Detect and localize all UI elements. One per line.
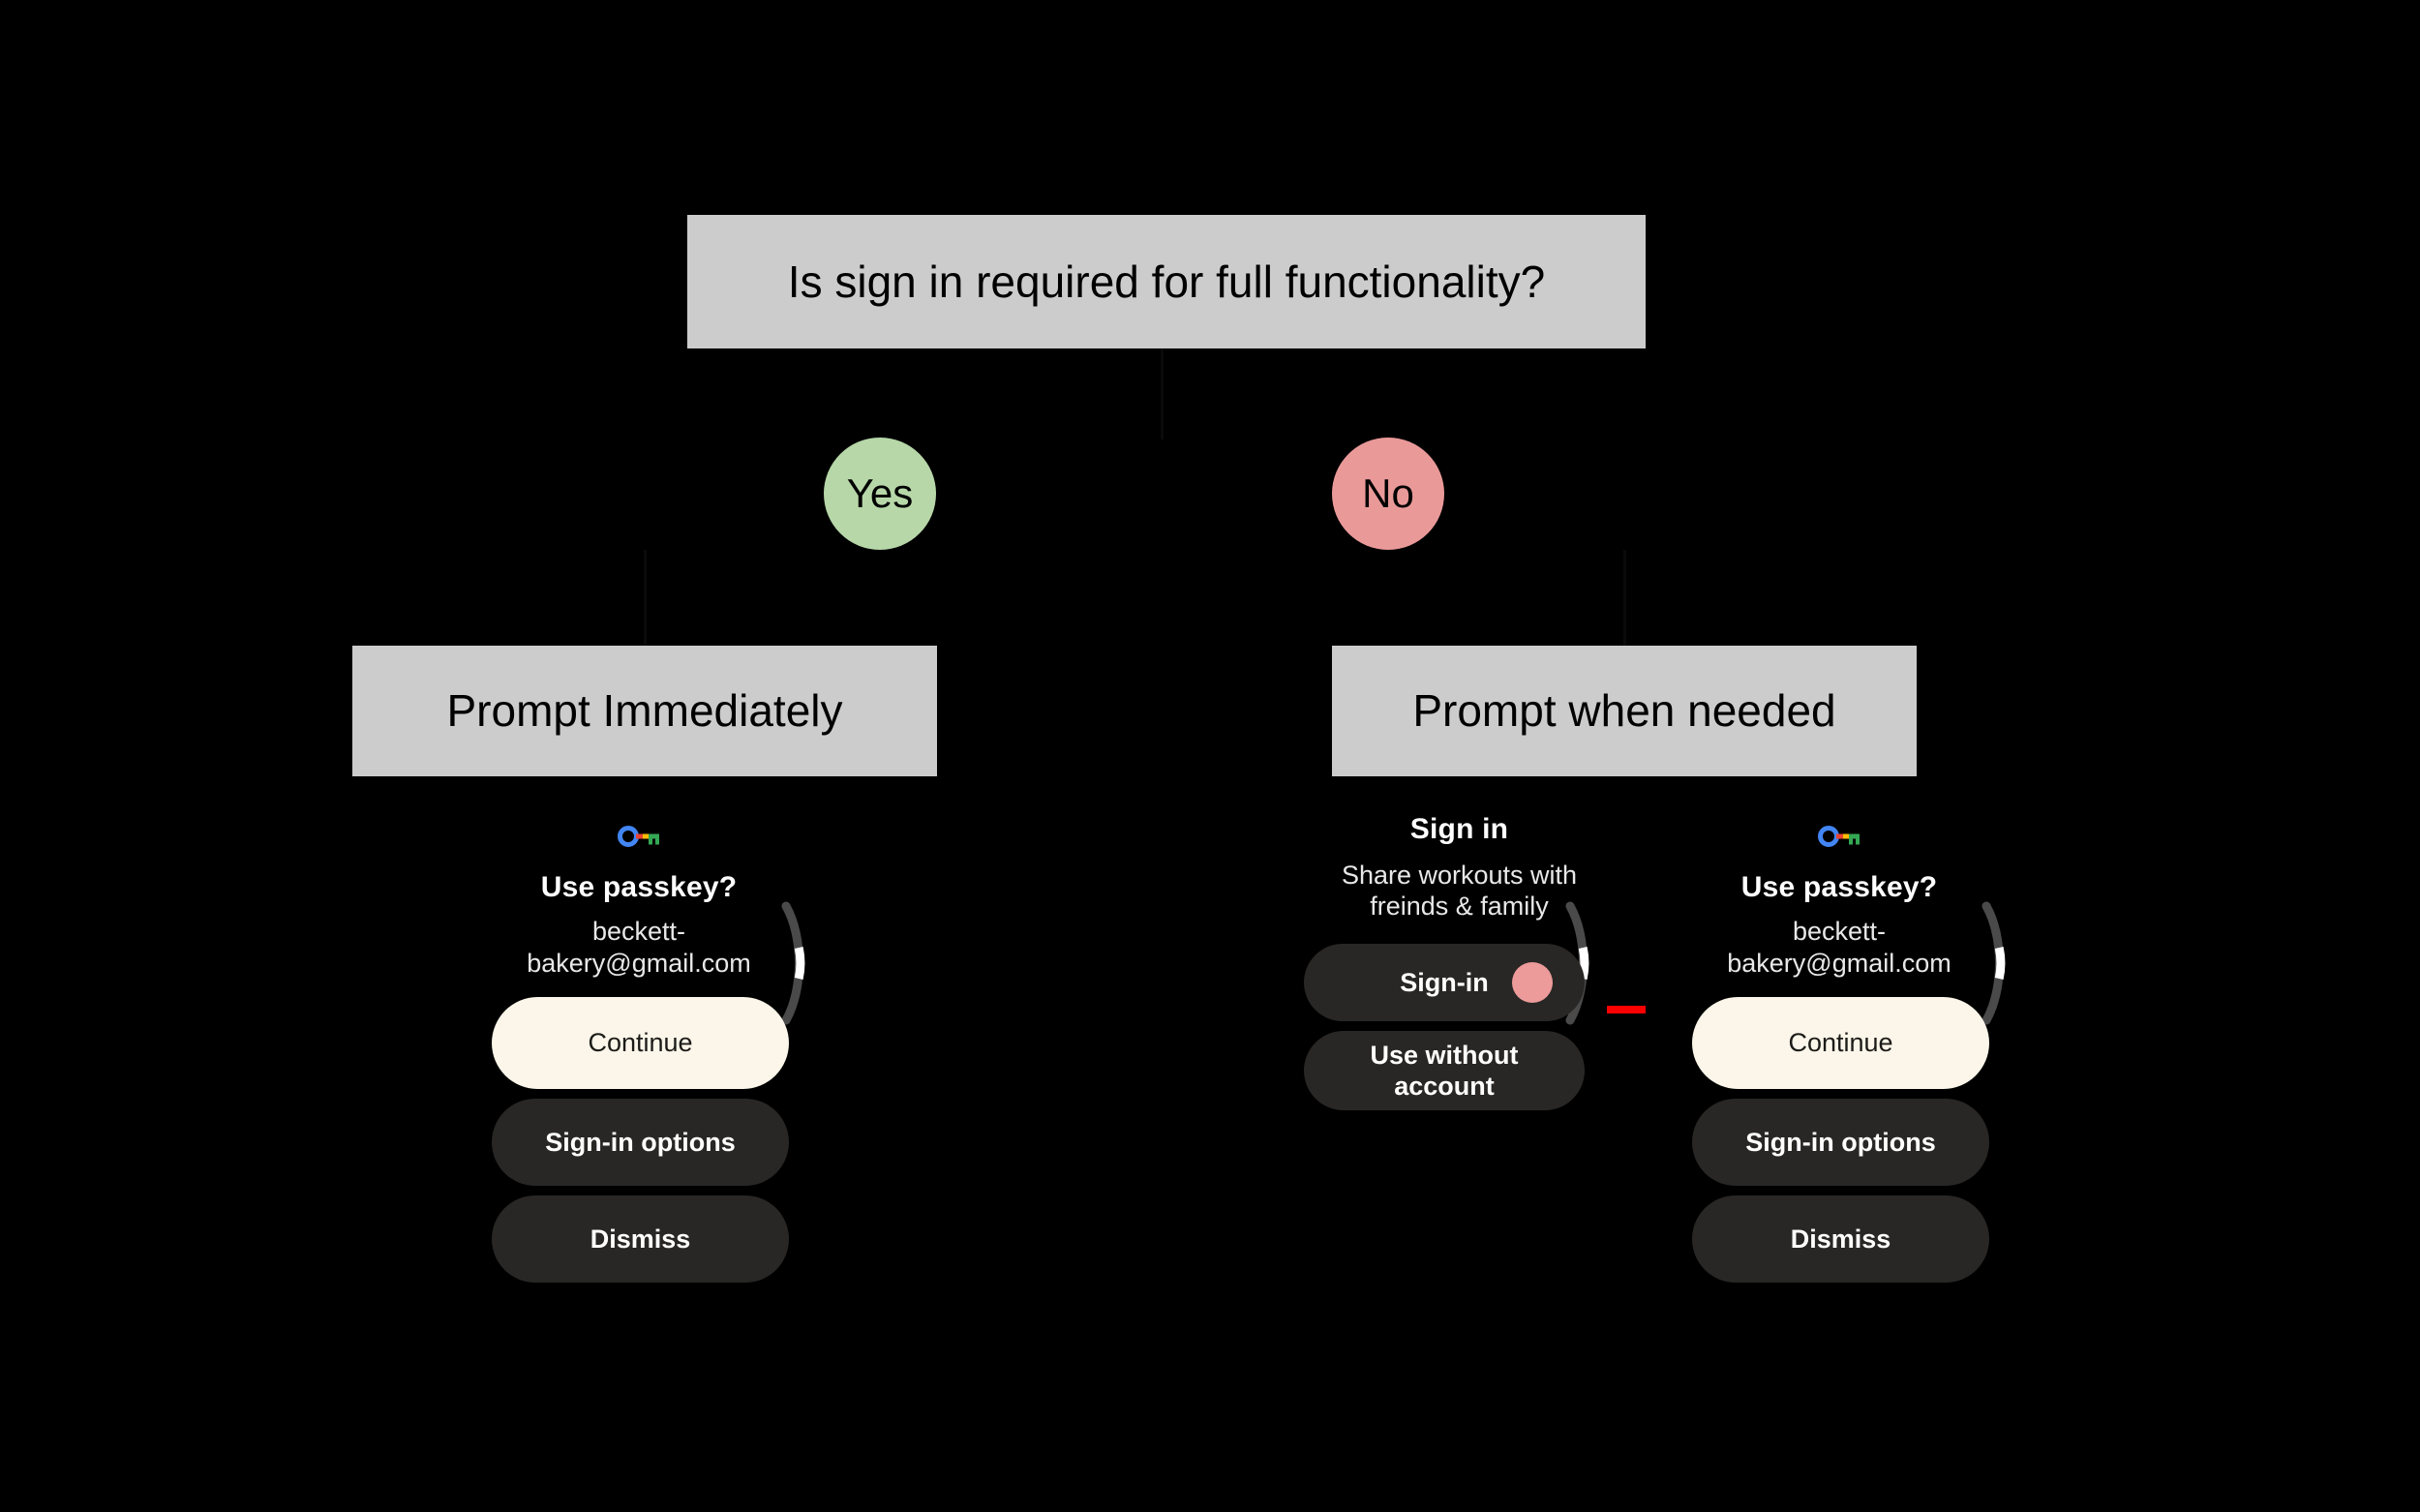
scroll-indicator-right[interactable]: [1975, 900, 2017, 1026]
panel-middle-subtitle-line2: freinds & family: [1370, 892, 1549, 921]
branch-no: No: [1332, 438, 1444, 550]
watch-panel-middle: Sign in Share workouts with freinds & fa…: [1302, 794, 1617, 1278]
cursor-dot: [1512, 962, 1553, 1003]
panel-right-button-dismiss[interactable]: Dismiss: [1692, 1195, 1989, 1283]
scroll-indicator-left[interactable]: [774, 900, 817, 1026]
branch-no-label: No: [1362, 470, 1414, 516]
panel-left-subtitle-line1: beckett-: [591, 917, 686, 946]
question-box: Is sign in required for full functionali…: [687, 215, 1646, 348]
panel-middle-subtitle-line1: Share workouts with: [1341, 861, 1578, 890]
branch-yes: Yes: [824, 438, 936, 550]
panel-middle-button-use-without-account-label: Use without account: [1370, 1040, 1519, 1101]
panel-right-subtitle-line1: beckett-: [1792, 917, 1887, 946]
branch-yes-label: Yes: [846, 470, 914, 516]
outcome-label-prompt-when-needed: Prompt when needed: [1412, 685, 1836, 737]
panel-middle-button-sign-in-label: Sign-in: [1400, 967, 1489, 997]
connector-no-to-prompt: [1623, 550, 1626, 646]
panel-right-button-sign-in-options[interactable]: Sign-in options: [1692, 1099, 1989, 1186]
panel-right-subtitle-line2: bakery@gmail.com: [1727, 949, 1951, 978]
watch-panel-left: Use passkey? beckett- bakery@gmail.com C…: [445, 794, 832, 1336]
panel-middle-button-use-without-account[interactable]: Use without account: [1304, 1031, 1585, 1110]
watch-panel-right: Use passkey? beckett- bakery@gmail.com C…: [1646, 794, 2033, 1336]
outcome-box-prompt-when-needed: Prompt when needed: [1332, 646, 1917, 776]
outcome-label-prompt-immediately: Prompt Immediately: [446, 685, 843, 737]
question-label: Is sign in required for full functionali…: [787, 256, 1546, 307]
panel-right-title: Use passkey?: [1740, 871, 1938, 903]
panel-left-button-dismiss[interactable]: Dismiss: [492, 1195, 789, 1283]
panel-right-button-continue[interactable]: Continue: [1692, 997, 1989, 1089]
panel-left-title: Use passkey?: [540, 871, 738, 903]
panel-left-button-sign-in-options[interactable]: Sign-in options: [492, 1099, 789, 1186]
google-passkey-icon: [1818, 826, 1860, 847]
outcome-box-prompt-immediately: Prompt Immediately: [352, 646, 937, 776]
panel-middle-title: Sign in: [1409, 813, 1509, 845]
panel-left-button-continue[interactable]: Continue: [492, 997, 789, 1089]
panel-left-subtitle-line2: bakery@gmail.com: [527, 949, 751, 978]
connector-question-to-yes: [1161, 347, 1164, 439]
connector-yes-to-prompt: [644, 550, 647, 646]
google-passkey-icon: [618, 826, 659, 847]
